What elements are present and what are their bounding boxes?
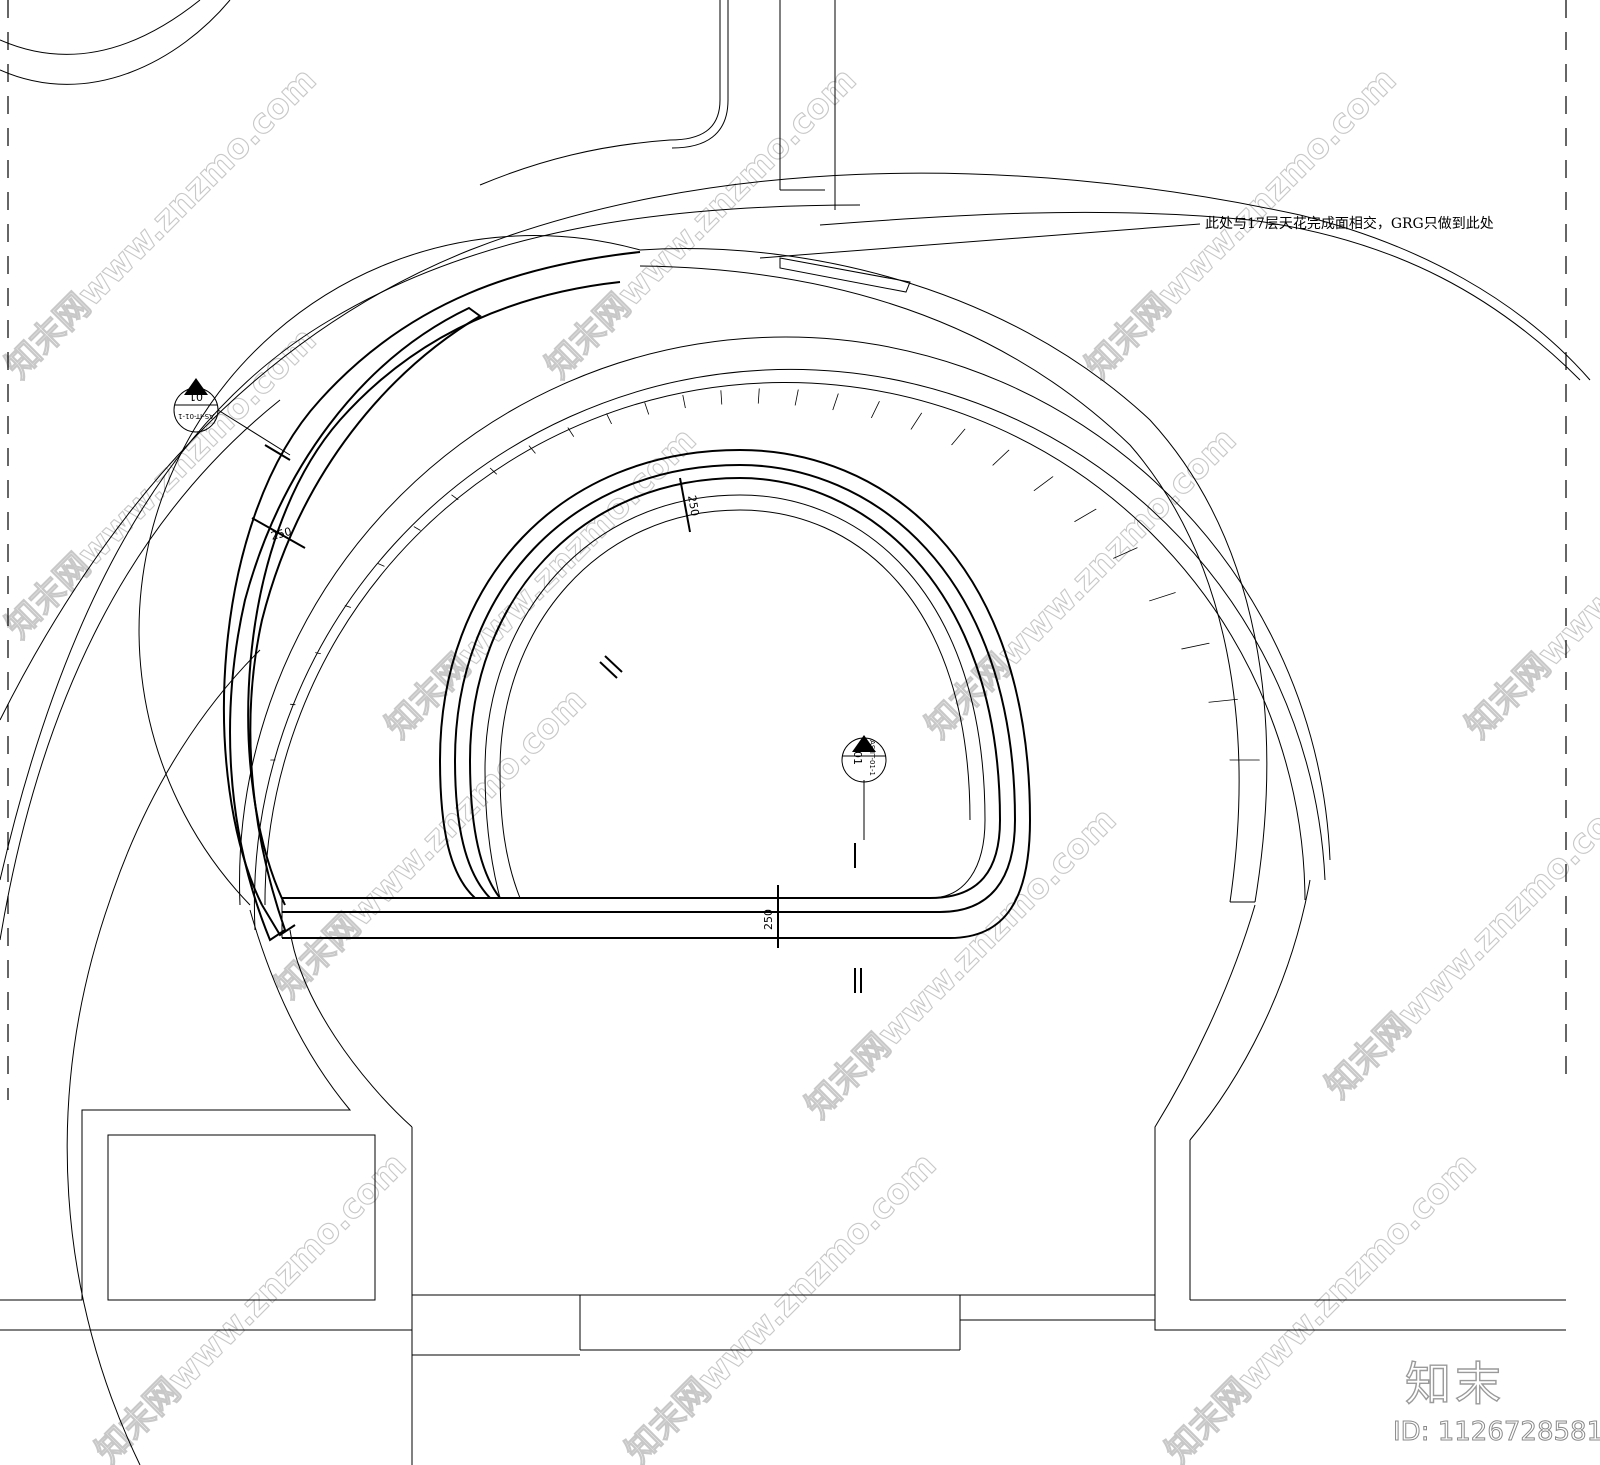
stair-tread xyxy=(698,388,726,461)
section-marker: 01 AS-IT-01-1 xyxy=(841,735,887,840)
section-marker: 01 AS-IT-01-1 xyxy=(173,378,291,456)
watermark-text: 知末网www.znzmo.com xyxy=(1458,420,1600,746)
section-reference: AS-IT-01-1 xyxy=(178,412,214,420)
logo-name: 知末 xyxy=(1405,1357,1505,1411)
watermark-text: 知末网www.znzmo.com xyxy=(0,60,324,386)
stair-tread xyxy=(838,388,1018,485)
stair-tread xyxy=(811,388,942,473)
section-number: 01 xyxy=(189,390,203,403)
stair-tread xyxy=(754,388,782,461)
watermark-text: 知末网www.znzmo.com xyxy=(268,680,594,1006)
stair-tread xyxy=(259,388,569,543)
dimension-label: 250 xyxy=(762,909,775,930)
watermark-text: 知末网www.znzmo.com xyxy=(798,800,1124,1126)
watermark-text: 知末网www.znzmo.com xyxy=(378,420,704,746)
stair-tread xyxy=(538,388,669,473)
dimension-lines: 250 250 250 xyxy=(251,477,779,948)
stair-tread xyxy=(783,388,862,465)
wall-outlines xyxy=(0,0,1566,1465)
inner-well xyxy=(281,448,1032,939)
watermark-text: 知末网www.znzmo.com xyxy=(0,320,324,646)
outer-stringer xyxy=(138,235,1268,942)
dimension-label: 250 xyxy=(269,525,293,543)
stair-tread xyxy=(864,388,1091,501)
stair-tread xyxy=(618,388,697,465)
cut-marks xyxy=(264,444,862,993)
logo-id: ID: 1126728581 xyxy=(1393,1417,1600,1447)
site-logo: 知末 ID: 1126728581 xyxy=(1393,1356,1600,1447)
stair-tread xyxy=(462,388,642,485)
annotation-text: 此处与17层天花完成面相交，GRG只做到此处 xyxy=(1205,215,1494,232)
annotation-leader: 此处与17层天花完成面相交，GRG只做到此处 xyxy=(759,215,1494,259)
section-number: 01 xyxy=(851,751,864,765)
watermark-text: 知末网www.znzmo.com xyxy=(88,1145,414,1465)
stair-envelope xyxy=(239,336,1331,931)
drawing-border xyxy=(7,0,1567,1100)
section-reference: AS-IT-01-1 xyxy=(868,740,876,776)
stair-tread xyxy=(988,678,1280,726)
watermark-text: 知末网www.znzmo.com xyxy=(618,1145,944,1465)
dimension-label: 250 xyxy=(685,494,701,517)
watermark-text: 知末网www.znzmo.com xyxy=(1318,780,1600,1106)
